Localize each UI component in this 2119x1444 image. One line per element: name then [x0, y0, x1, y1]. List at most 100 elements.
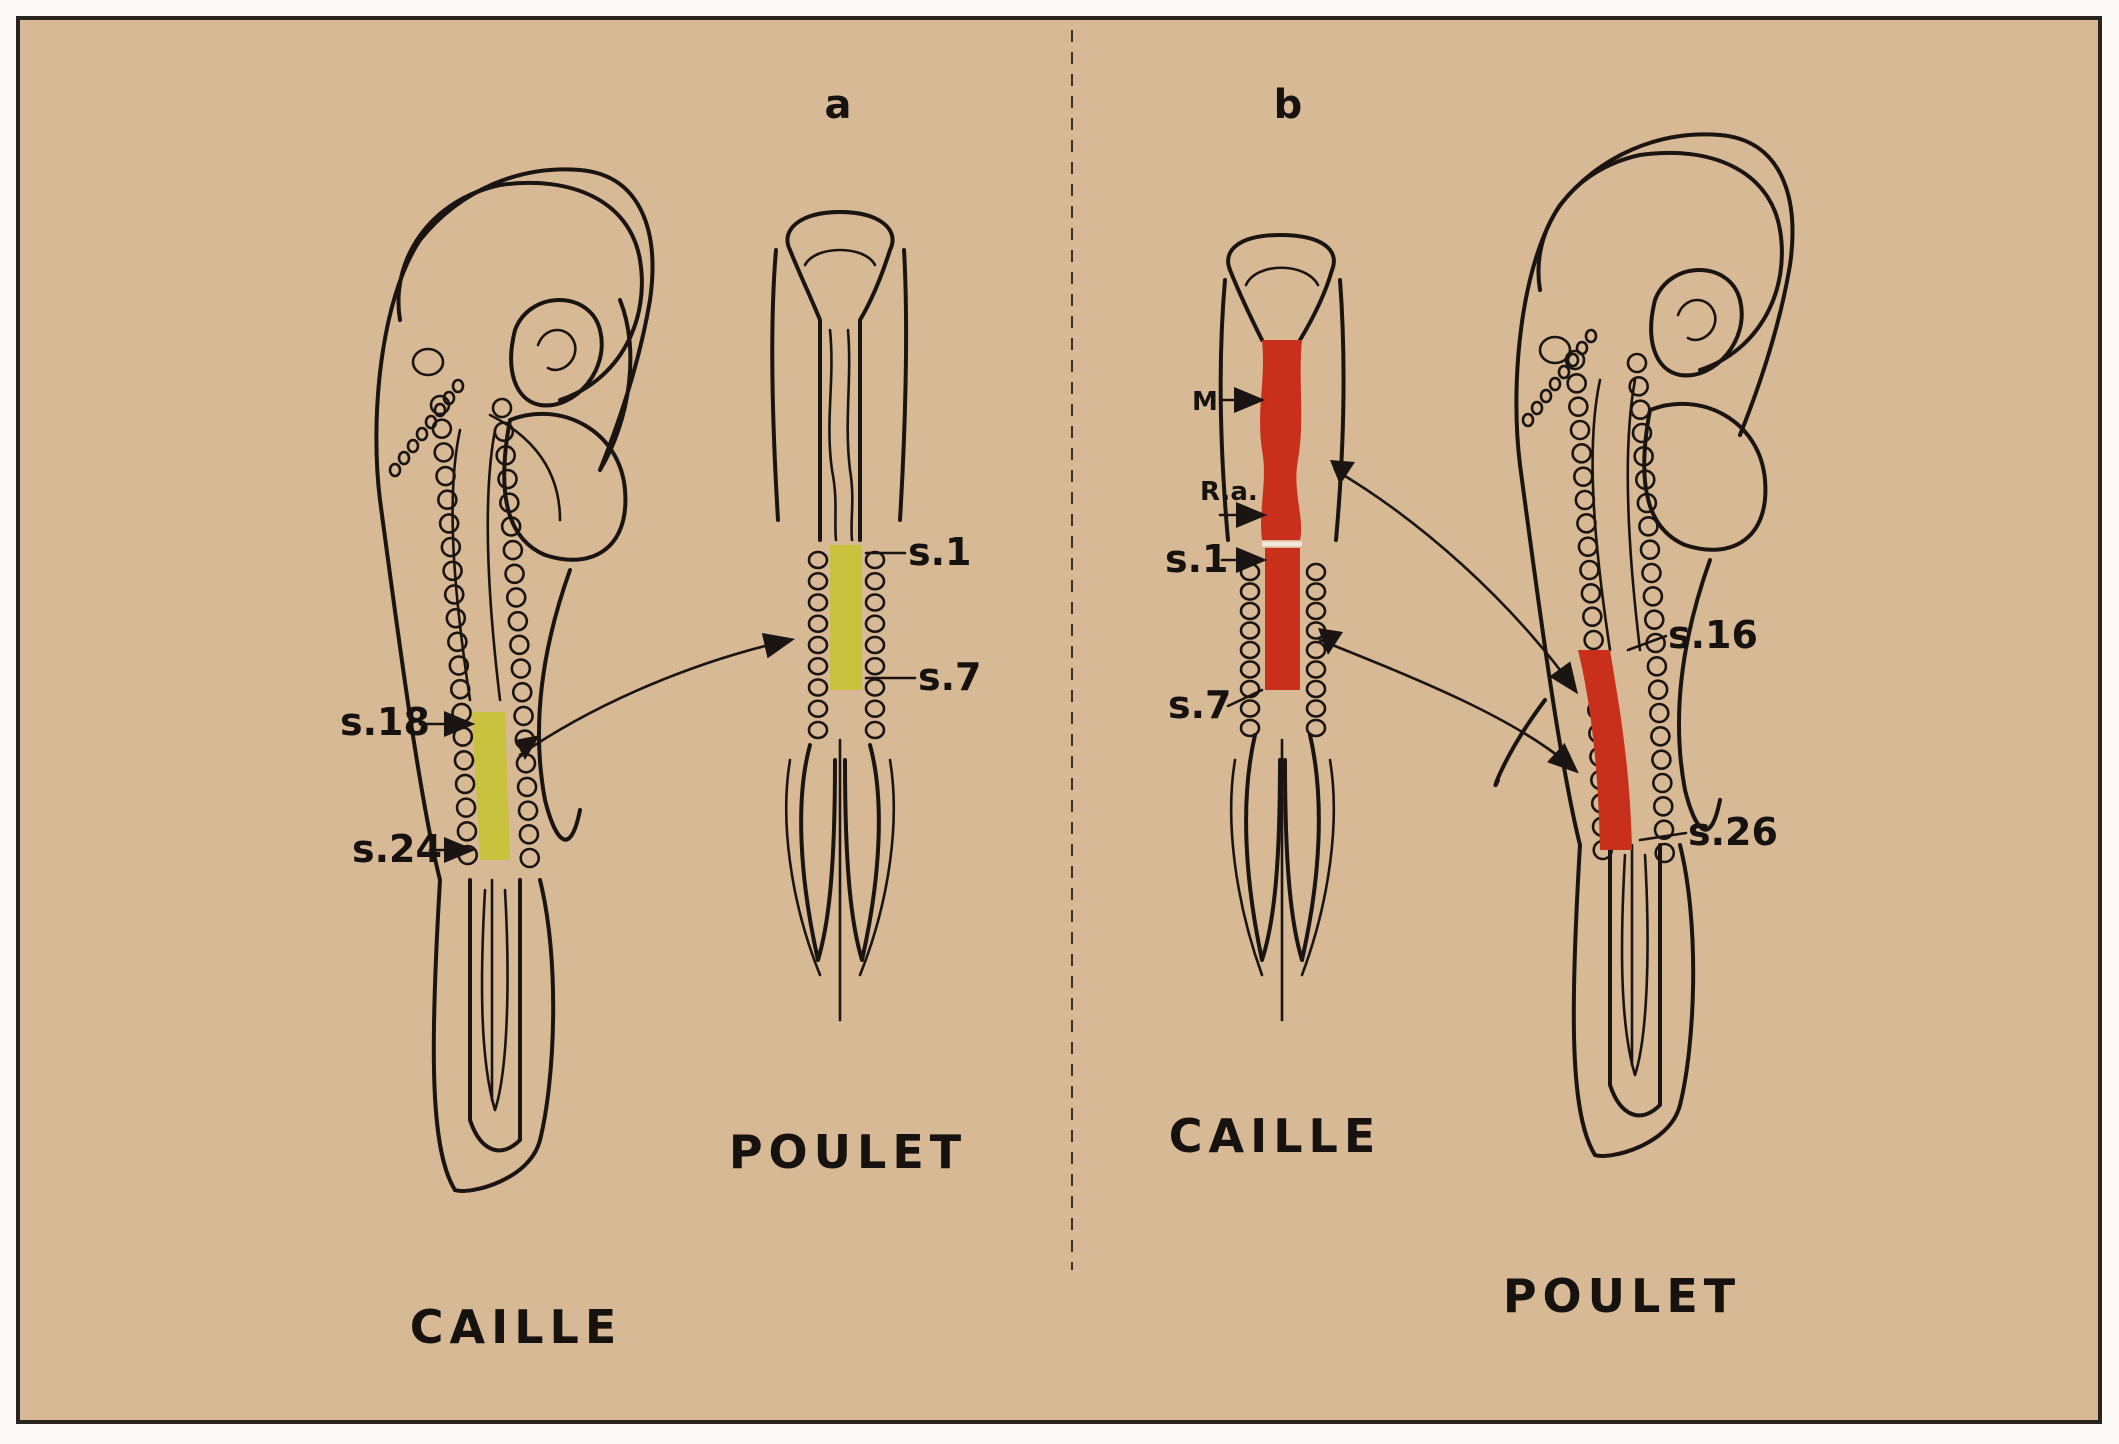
somite [449, 678, 471, 700]
embryo-a-host-chick [770, 210, 909, 1022]
somite [1557, 364, 1571, 380]
somite [443, 584, 465, 605]
somite [1521, 412, 1535, 428]
somite [1643, 609, 1665, 630]
somite [1642, 586, 1664, 607]
somite [518, 824, 540, 845]
somite [1548, 376, 1562, 392]
somite [1648, 702, 1670, 724]
somite [442, 560, 463, 582]
pointer-b-host-start [1626, 634, 1668, 652]
label-b-ra: R.a. [1200, 477, 1258, 507]
somite [433, 402, 447, 418]
somite [1581, 606, 1603, 627]
somite [1239, 718, 1261, 738]
somite [807, 699, 829, 719]
somite [864, 614, 886, 634]
somite [516, 776, 538, 798]
somite [454, 773, 476, 795]
somite [1638, 516, 1659, 537]
somite [1579, 559, 1600, 581]
label-b-m: M [1192, 387, 1218, 417]
somite [1636, 492, 1658, 514]
somite [1305, 640, 1327, 660]
somite [445, 607, 467, 629]
somite [1626, 352, 1648, 374]
somite [1647, 679, 1669, 700]
somite [1572, 466, 1594, 487]
somite [807, 678, 829, 697]
somite [864, 678, 886, 697]
somite [1239, 582, 1261, 601]
somite [415, 426, 429, 442]
somite [453, 749, 475, 771]
somite [397, 450, 411, 466]
somite [1566, 373, 1587, 394]
somite [1539, 388, 1553, 404]
somite [1583, 629, 1604, 651]
somite [807, 614, 829, 634]
graft-b-donor-trunk-segment [1265, 548, 1300, 690]
title-b-donor: CAILLE [1169, 1109, 1382, 1163]
graft-a-donor-segment [472, 712, 510, 860]
somite [505, 587, 527, 608]
somite [1530, 400, 1544, 416]
somite [1651, 749, 1672, 770]
somite [1305, 562, 1327, 582]
somite [504, 563, 525, 585]
somite [1571, 443, 1592, 464]
somite [807, 635, 829, 655]
embryo-b-host-chick [1493, 132, 1795, 1158]
somite [807, 550, 829, 570]
embryo-a-donor-quail [374, 167, 655, 1193]
pointer-b-host-end [1638, 831, 1688, 842]
somite [1641, 562, 1662, 584]
somite [1628, 376, 1649, 397]
somite [864, 656, 886, 676]
somite [440, 536, 462, 558]
label-a-donor-end: s.24 [352, 827, 442, 871]
somite [517, 800, 539, 821]
somite [1633, 446, 1654, 467]
somite [807, 571, 829, 591]
somite [510, 658, 532, 679]
embryo-b-donor-quail [1218, 233, 1346, 1022]
label-a-donor-start: s.18 [340, 700, 430, 744]
somite [513, 705, 534, 727]
somite [1566, 352, 1580, 368]
somite [1568, 396, 1589, 417]
somite [864, 635, 886, 655]
somite [442, 390, 456, 406]
somite [495, 445, 516, 466]
somite [424, 414, 438, 430]
somite [388, 462, 402, 478]
somite [1653, 819, 1675, 840]
somite [864, 593, 886, 612]
somite [1239, 660, 1261, 679]
somite [1580, 583, 1602, 604]
somite [1239, 601, 1261, 621]
somite [437, 489, 458, 511]
somite [864, 699, 886, 719]
arrow-a-graft-transfer [518, 632, 796, 757]
somite [1305, 679, 1327, 699]
pointer-b-donor-end [1226, 688, 1264, 708]
somite [435, 465, 456, 487]
somite [807, 656, 829, 676]
somite [511, 681, 533, 703]
somite [1574, 489, 1596, 511]
somite [447, 631, 468, 653]
somite [1575, 340, 1589, 356]
arrow-b-mesencephalon-transfer [1333, 468, 1579, 695]
title-b-host: POULET [1503, 1269, 1741, 1323]
somite [1646, 656, 1668, 677]
somite [1564, 349, 1586, 371]
somite [1239, 621, 1261, 640]
somite [1576, 513, 1597, 534]
graft-b-host-segment [1578, 650, 1632, 850]
somite [433, 442, 454, 463]
somite [1239, 699, 1261, 718]
panel-b-letter: b [1274, 82, 1303, 128]
graft-b-donor-mesencephalon [1260, 340, 1302, 540]
